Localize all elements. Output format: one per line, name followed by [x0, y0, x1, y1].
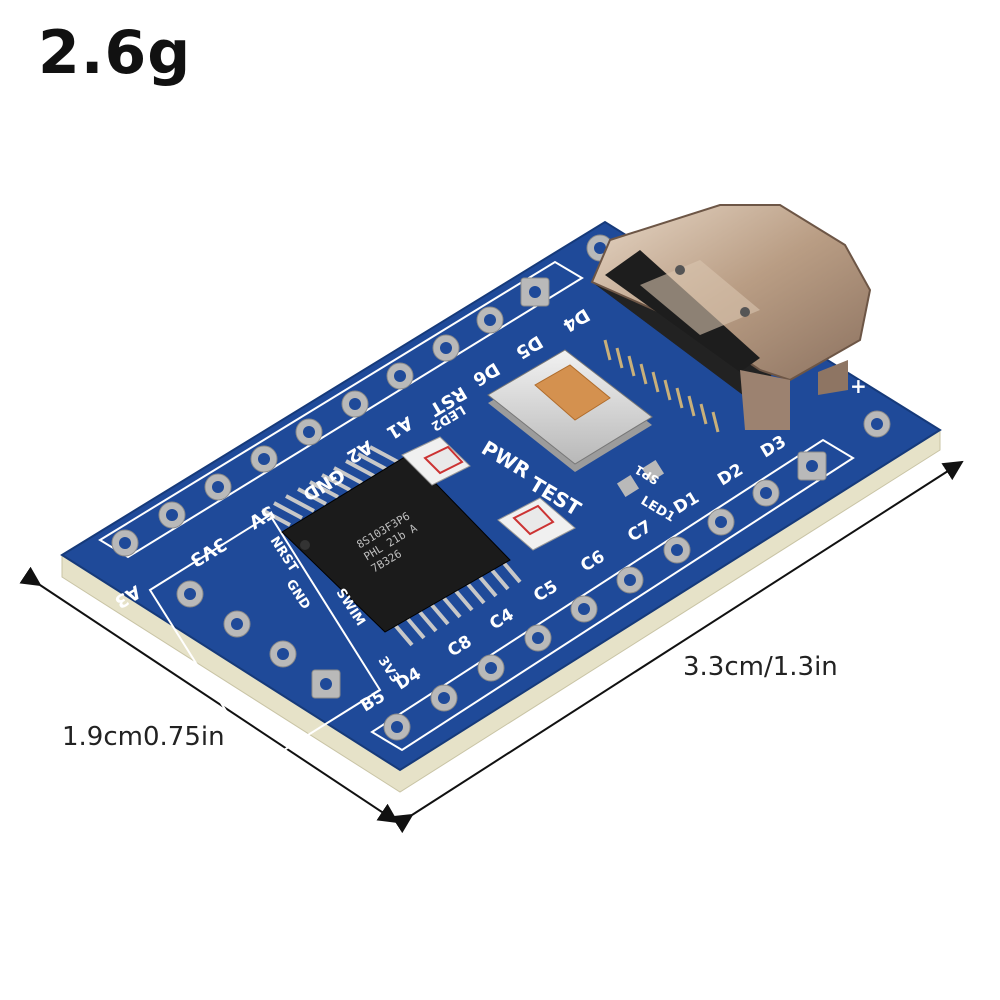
- reset-button: [487, 349, 653, 472]
- length-dimension-arrow: [391, 460, 964, 834]
- width-dimension-arrow: [19, 566, 399, 824]
- led-test: [497, 497, 576, 551]
- usb-c-connector: [590, 204, 872, 433]
- led-pwr: [401, 436, 471, 486]
- mcu-chip: 8S103F3P6 PHL 21b A 7B326: [261, 445, 522, 647]
- plus-mark: +: [850, 374, 867, 398]
- weight-label: 2.6g: [38, 18, 192, 88]
